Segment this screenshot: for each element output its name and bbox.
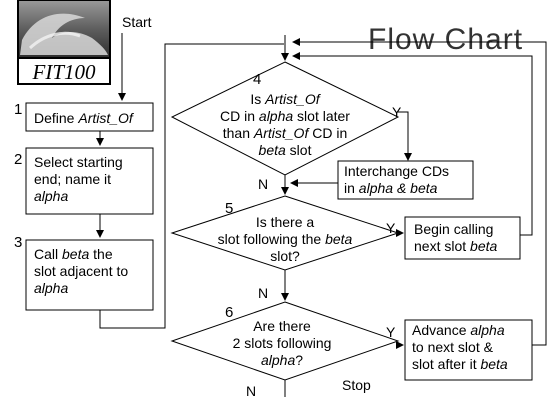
decision-4-diamond (170, 61, 400, 176)
logo-text: FIT100 (32, 60, 97, 84)
step-text-segment: Call (34, 246, 62, 262)
step-text-segment: beta (325, 231, 352, 247)
interchange-box (337, 160, 474, 200)
stop-label: Stop (342, 377, 371, 393)
step-3-box (25, 239, 154, 311)
step-text-segment: CD in (220, 108, 259, 124)
decision-5-diamond (170, 195, 400, 271)
step-1-number: 1 (14, 101, 22, 118)
step-1-text: Define Artist_Of (34, 110, 135, 126)
step-text-segment: Artist_Of (264, 91, 322, 107)
step-text-segment: slot after it (412, 356, 480, 372)
step-text-segment: ? (295, 352, 303, 368)
step-text-segment: end; name it (34, 171, 111, 187)
step-text-segment: the (89, 246, 113, 262)
step-text-segment: Advance (412, 322, 470, 338)
decision-4-number: 4 (253, 71, 261, 88)
step-text-segment: alpha (261, 352, 295, 368)
step-text-segment: 2 slots following (233, 335, 332, 351)
step-text-segment: slot (286, 142, 312, 158)
step-2-number: 2 (14, 151, 22, 168)
step-text-segment: beta (470, 238, 497, 254)
step-text-segment: Is (250, 91, 265, 107)
step-text-segment: to next slot & (412, 339, 494, 355)
step-text-segment: CD in (308, 125, 347, 141)
step-text-segment: alpha (34, 280, 68, 296)
step-text-segment: Define (34, 110, 78, 126)
decision-6-yes-label: Y (386, 324, 396, 340)
step-2-box (25, 147, 154, 215)
step-text-segment: Is there a (256, 214, 315, 230)
step-text-segment: beta (62, 246, 89, 262)
fit100-logo: FIT100 (17, 0, 111, 85)
step-3-number: 3 (14, 234, 22, 251)
step-text-segment: alpha (470, 322, 504, 338)
advance-alpha-box (404, 319, 533, 381)
decision-4-no-label: N (258, 176, 268, 192)
step-text-segment: alpha (259, 108, 293, 124)
step-text-segment: Are there (253, 318, 311, 334)
step-text-segment: Select starting (34, 154, 123, 170)
step-text-segment: slot adjacent to (34, 263, 128, 279)
step-text-segment: slot? (270, 248, 300, 264)
step-text-segment: next slot (414, 238, 470, 254)
step-text-segment: Artist_Of (77, 110, 135, 126)
step-text-segment: beta (259, 142, 286, 158)
step-text-segment: alpha & beta (359, 180, 438, 196)
decision-6-no-label: N (246, 383, 256, 397)
decision-6-diamond (170, 301, 400, 381)
begin-calling-box (404, 216, 521, 260)
step-text-segment: alpha (34, 188, 68, 204)
step-text-segment: than (223, 125, 254, 141)
connector-lines (96, 33, 547, 397)
page-title: Flow Chart (368, 23, 523, 56)
decision-5-number: 5 (225, 200, 233, 217)
decision-5-yes-label: Y (386, 220, 396, 236)
decision-5-no-label: N (258, 285, 268, 301)
start-label: Start (122, 14, 152, 30)
step-text-segment: Artist_Of (253, 125, 311, 141)
decision-4-yes-label: Y (392, 104, 402, 120)
step-text-segment: Interchange CDs (344, 163, 449, 179)
step-text-segment: slot later (293, 108, 350, 124)
step-1-box (25, 102, 154, 132)
step-text-segment: in (344, 180, 359, 196)
step-text-segment: beta (480, 356, 507, 372)
step-text-segment: slot following the (218, 231, 325, 247)
decision-6-number: 6 (225, 304, 233, 321)
step-text-segment: Begin calling (414, 221, 493, 237)
